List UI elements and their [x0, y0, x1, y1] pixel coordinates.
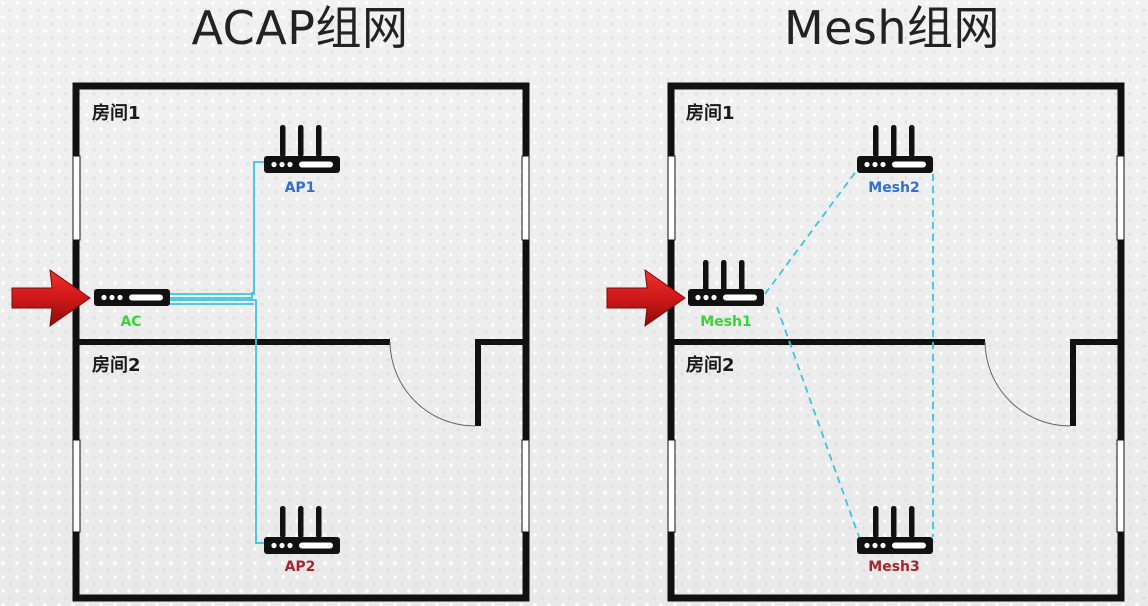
arrow-right-icon	[606, 268, 686, 328]
door-swing-arc	[984, 341, 1071, 427]
ap1-label: AP1	[284, 180, 316, 196]
window-left-top	[72, 155, 81, 241]
acap-floor-plan: 房间1 房间2 AC AP1 AP2	[72, 82, 530, 606]
window-right-bottom	[521, 439, 530, 533]
wire-ac-ap2	[168, 299, 265, 544]
acap-floor-plan-drawing	[72, 82, 530, 602]
window-left-bottom	[667, 439, 676, 533]
window-right-top	[1116, 155, 1125, 241]
room-1-label: 房间1	[92, 103, 141, 124]
link-mesh1-mesh2	[764, 169, 858, 295]
room-2-label: 房间2	[92, 355, 141, 376]
wire-ac-ap1	[168, 161, 265, 295]
mesh3-label: Mesh3	[868, 559, 920, 575]
mesh2-router-icon	[857, 125, 933, 173]
mesh2-label: Mesh2	[868, 180, 920, 196]
room-2-label: 房间2	[686, 355, 735, 376]
window-right-top	[521, 155, 530, 241]
ac-switch-icon	[94, 289, 170, 306]
arrow-right-icon	[11, 268, 91, 328]
link-mesh1-mesh3	[776, 306, 860, 538]
room-1-label: 房间1	[686, 103, 735, 124]
mesh1-label: Mesh1	[700, 314, 752, 330]
mesh-floor-plan: 房间1 房间2 Mesh1 Mesh2 Mesh3	[667, 82, 1125, 606]
mesh3-router-icon	[857, 506, 933, 554]
window-left-top	[667, 155, 676, 241]
acap-wires	[168, 161, 265, 544]
mesh1-router-icon	[688, 260, 764, 306]
window-left-bottom	[72, 439, 81, 533]
ap2-router-icon	[264, 506, 340, 554]
ap1-router-icon	[264, 125, 340, 173]
ap2-label: AP2	[284, 559, 316, 575]
acap-network-title: ACAP组网	[191, 1, 409, 55]
door-swing-arc	[389, 341, 476, 427]
window-right-bottom	[1116, 439, 1125, 533]
mesh-wireless-links	[764, 169, 934, 538]
ac-label: AC	[120, 314, 142, 330]
mesh-floor-plan-drawing	[667, 82, 1125, 602]
mesh-network-title: Mesh组网	[783, 1, 1001, 55]
